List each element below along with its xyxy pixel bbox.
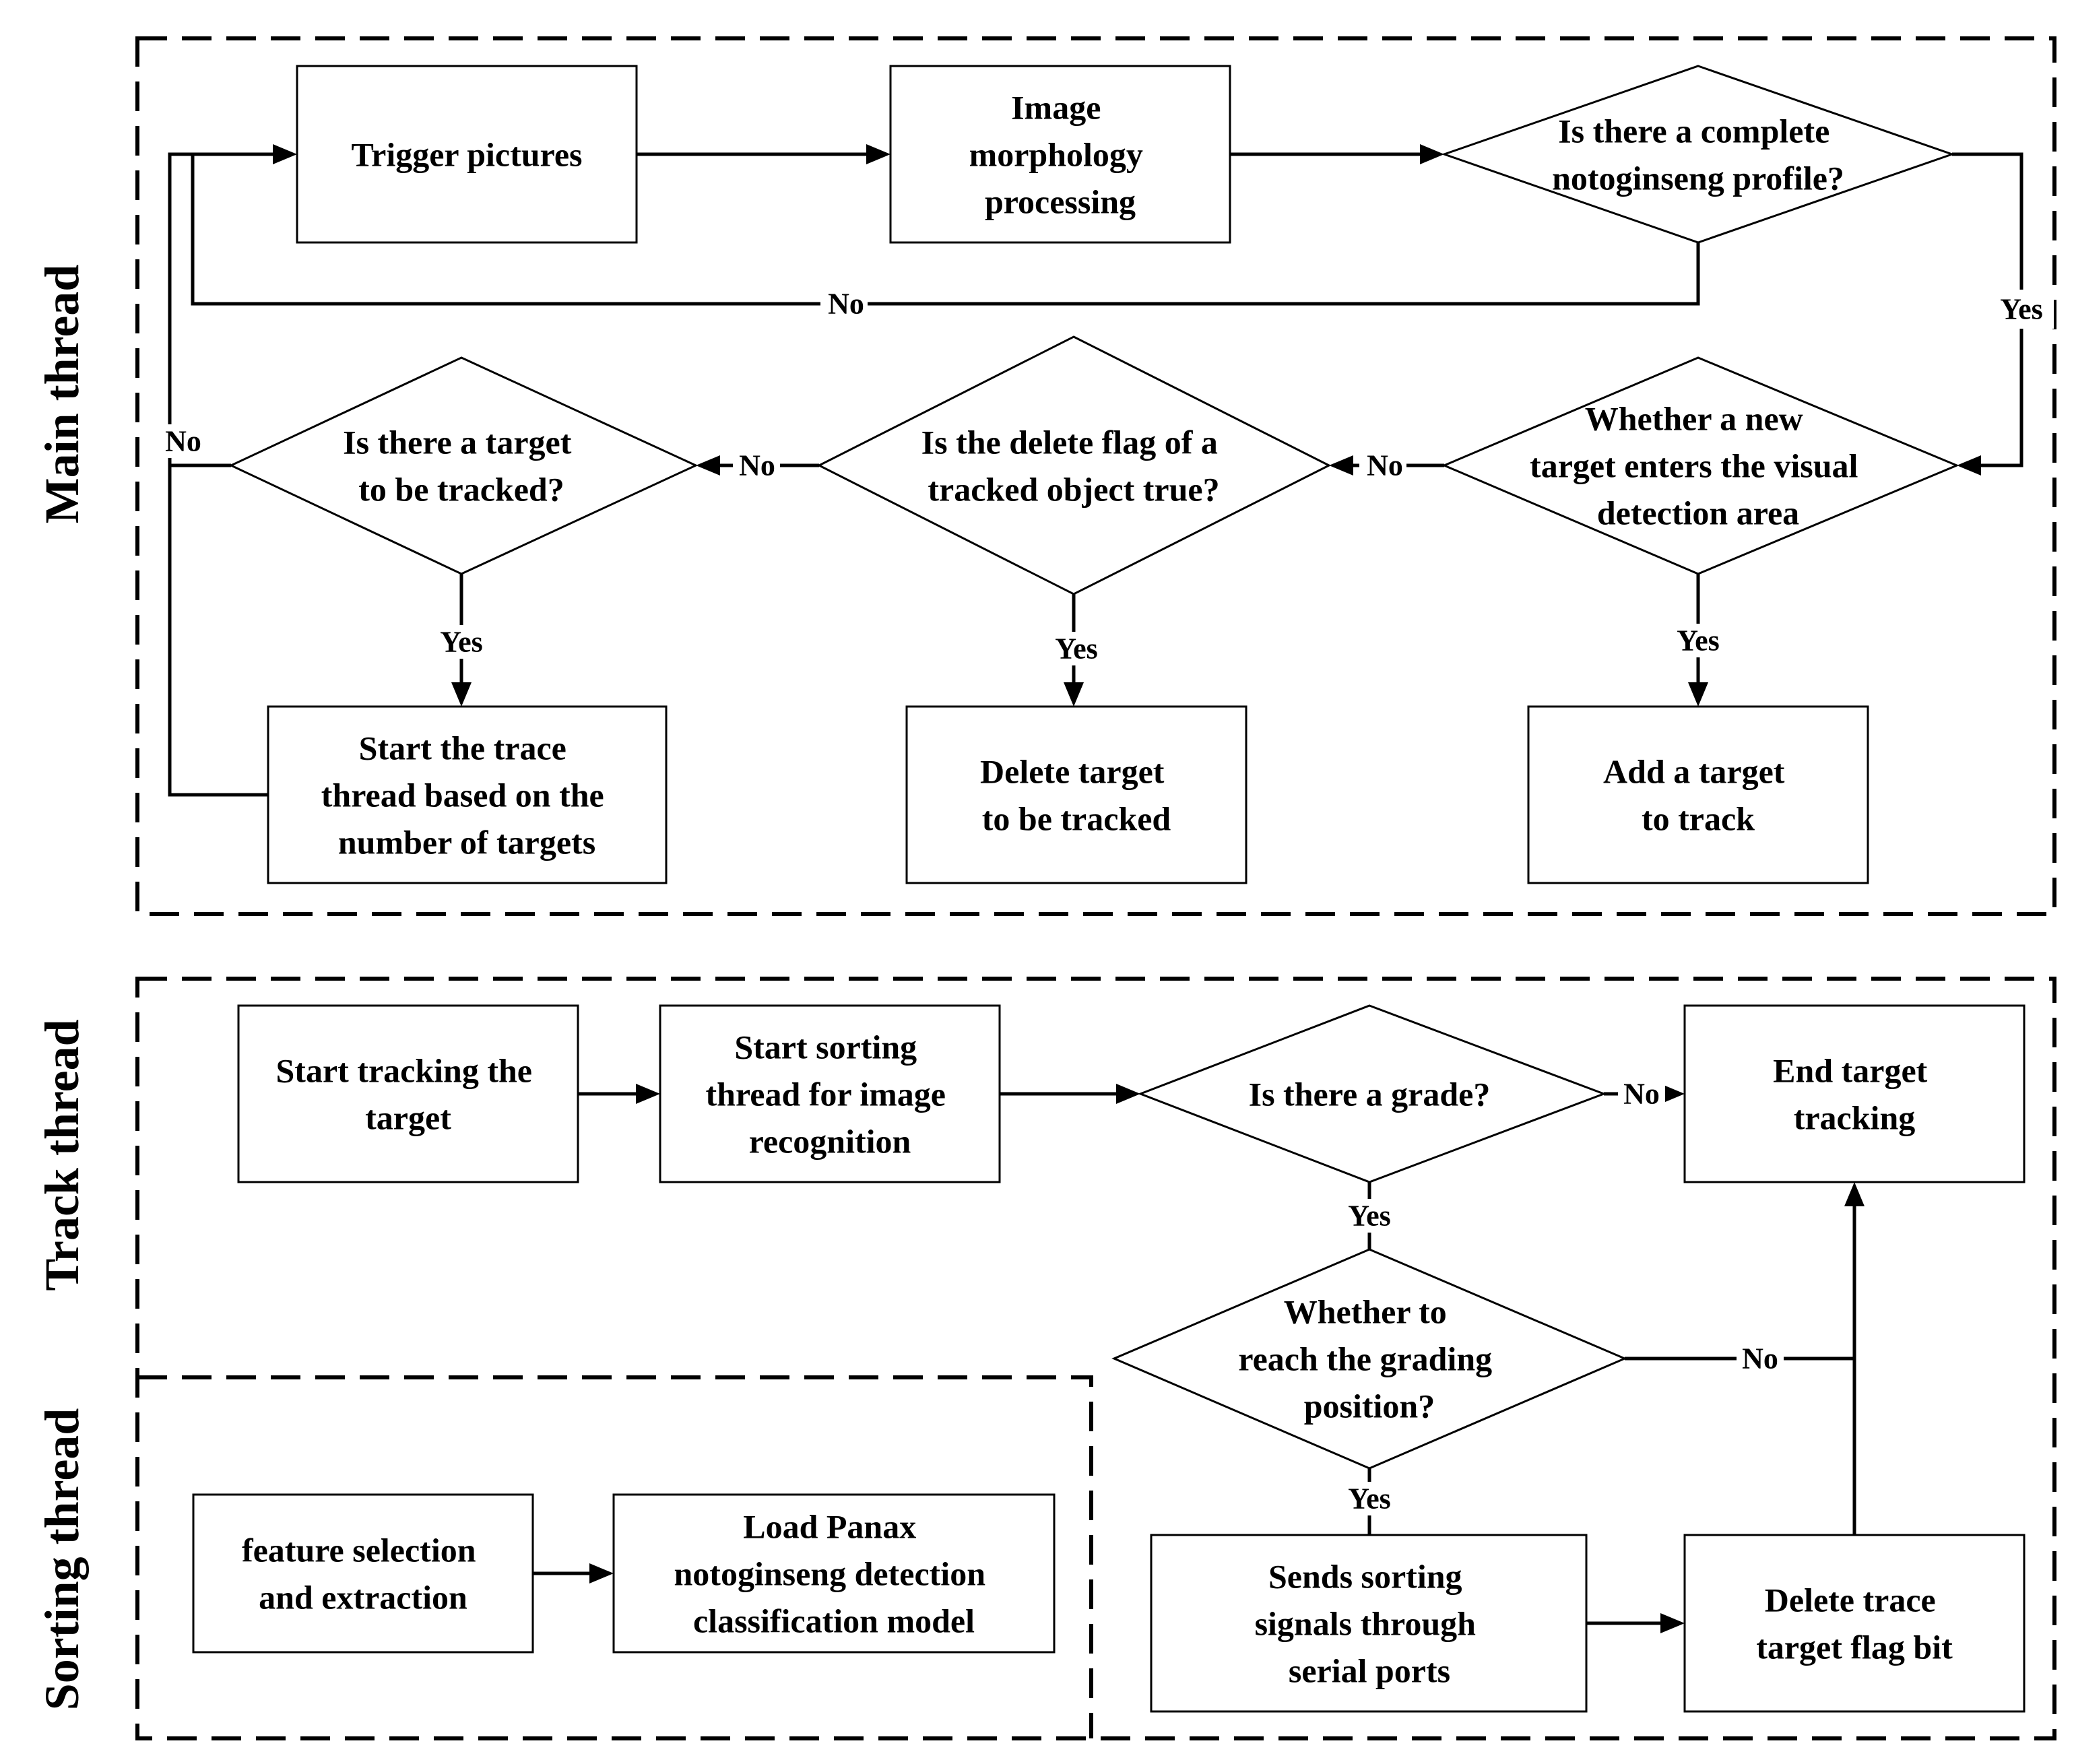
delete-flag-bit-text: Delete trace target flag bit — [1756, 1581, 1953, 1666]
image-morphology-box — [889, 65, 1231, 244]
arrowhead — [1329, 455, 1353, 476]
arrowhead — [866, 144, 890, 164]
edge-label-delete-flag-yes: Yes — [1055, 632, 1098, 665]
start-tracking-box — [237, 1004, 579, 1183]
feature-selection-box — [192, 1493, 534, 1654]
edge-label-new-target-yes: Yes — [1677, 624, 1720, 657]
reach-position-text: Whether to reach the grading position? — [1238, 1293, 1500, 1425]
add-target-text: Add a target to track — [1603, 753, 1793, 838]
arrowhead — [1064, 682, 1084, 707]
start-tracking-text: Start tracking the target — [276, 1052, 541, 1137]
delete-target-text: Delete target to be tracked — [980, 753, 1173, 838]
edge-target-tracked-no — [168, 152, 231, 467]
sorting-thread-label: Sorting thread — [35, 1408, 89, 1711]
start-trace-thread-box — [267, 705, 668, 884]
main-thread-label: Main thread — [35, 265, 89, 524]
arrowhead — [696, 455, 720, 476]
end-tracking-box — [1683, 1004, 2026, 1183]
arrowhead — [1844, 1182, 1865, 1206]
image-morphology-text: Image morphology processing — [969, 89, 1152, 221]
edge-trace-thread-loop — [168, 465, 268, 797]
edge-label-target-tracked-yes: Yes — [440, 626, 483, 659]
add-target-box — [1527, 705, 1869, 884]
load-model-text: Load Panax notoginseng detection classif… — [674, 1508, 994, 1640]
edge-label-target-tracked-no: No — [165, 425, 201, 458]
edge-label-profile-no: No — [828, 288, 864, 321]
delete-target-box — [905, 705, 1247, 884]
new-target-text: Whether a new target enters the visual d… — [1530, 400, 1867, 532]
trigger-pictures-text: Trigger pictures — [352, 136, 583, 174]
edge-label-delete-flag-no: No — [739, 449, 775, 482]
send-signals-text: Sends sorting signals through serial por… — [1255, 1558, 1485, 1690]
is-grade-text: Is there a grade? — [1249, 1076, 1491, 1113]
arrowhead — [1957, 455, 1981, 476]
arrowhead — [1688, 682, 1708, 707]
arrowhead — [1420, 144, 1444, 164]
sorting-thread-region — [137, 1375, 1093, 1738]
delete-flag-bit-box — [1683, 1534, 2026, 1713]
complete-profile-decision — [1441, 65, 1955, 244]
target-to-track-decision — [228, 356, 699, 575]
edge-profile-no-loop — [191, 152, 1700, 306]
arrowhead — [273, 144, 297, 164]
main-thread-region — [135, 36, 2056, 916]
edge-label-position-yes: Yes — [1348, 1482, 1391, 1515]
target-to-track-text: Is there a target to be tracked? — [343, 424, 580, 509]
edge-label-profile-yes: Yes — [2000, 293, 2043, 326]
load-model-box — [612, 1493, 1056, 1654]
edge-label-new-target-no: No — [1367, 449, 1403, 482]
send-signals-box — [1150, 1534, 1588, 1713]
arrowhead — [1660, 1084, 1685, 1104]
delete-flag-text: Is the delete flag of a tracked object t… — [921, 424, 1227, 509]
track-thread-label: Track thread — [35, 1019, 89, 1291]
end-tracking-text: End target tracking — [1773, 1052, 1936, 1137]
arrowhead — [1660, 1613, 1685, 1633]
arrowhead — [451, 682, 472, 707]
arrowhead — [1116, 1084, 1140, 1104]
start-sorting-text: Start sorting thread for image recogniti… — [706, 1028, 954, 1161]
edge-label-grade-no: No — [1623, 1078, 1660, 1111]
complete-profile-text: Is there a complete notoginseng profile? — [1552, 112, 1844, 197]
edge-label-grade-yes: Yes — [1348, 1200, 1391, 1233]
track-thread-region — [135, 977, 2056, 1740]
start-trace-thread-text: Start the trace thread based on the numb… — [321, 729, 612, 861]
edge-label-position-no: No — [1742, 1342, 1778, 1375]
arrowhead — [636, 1084, 660, 1104]
arrowhead — [589, 1563, 614, 1583]
delete-flag-decision — [816, 335, 1332, 595]
feature-selection-text: feature selection and extraction — [242, 1532, 484, 1616]
